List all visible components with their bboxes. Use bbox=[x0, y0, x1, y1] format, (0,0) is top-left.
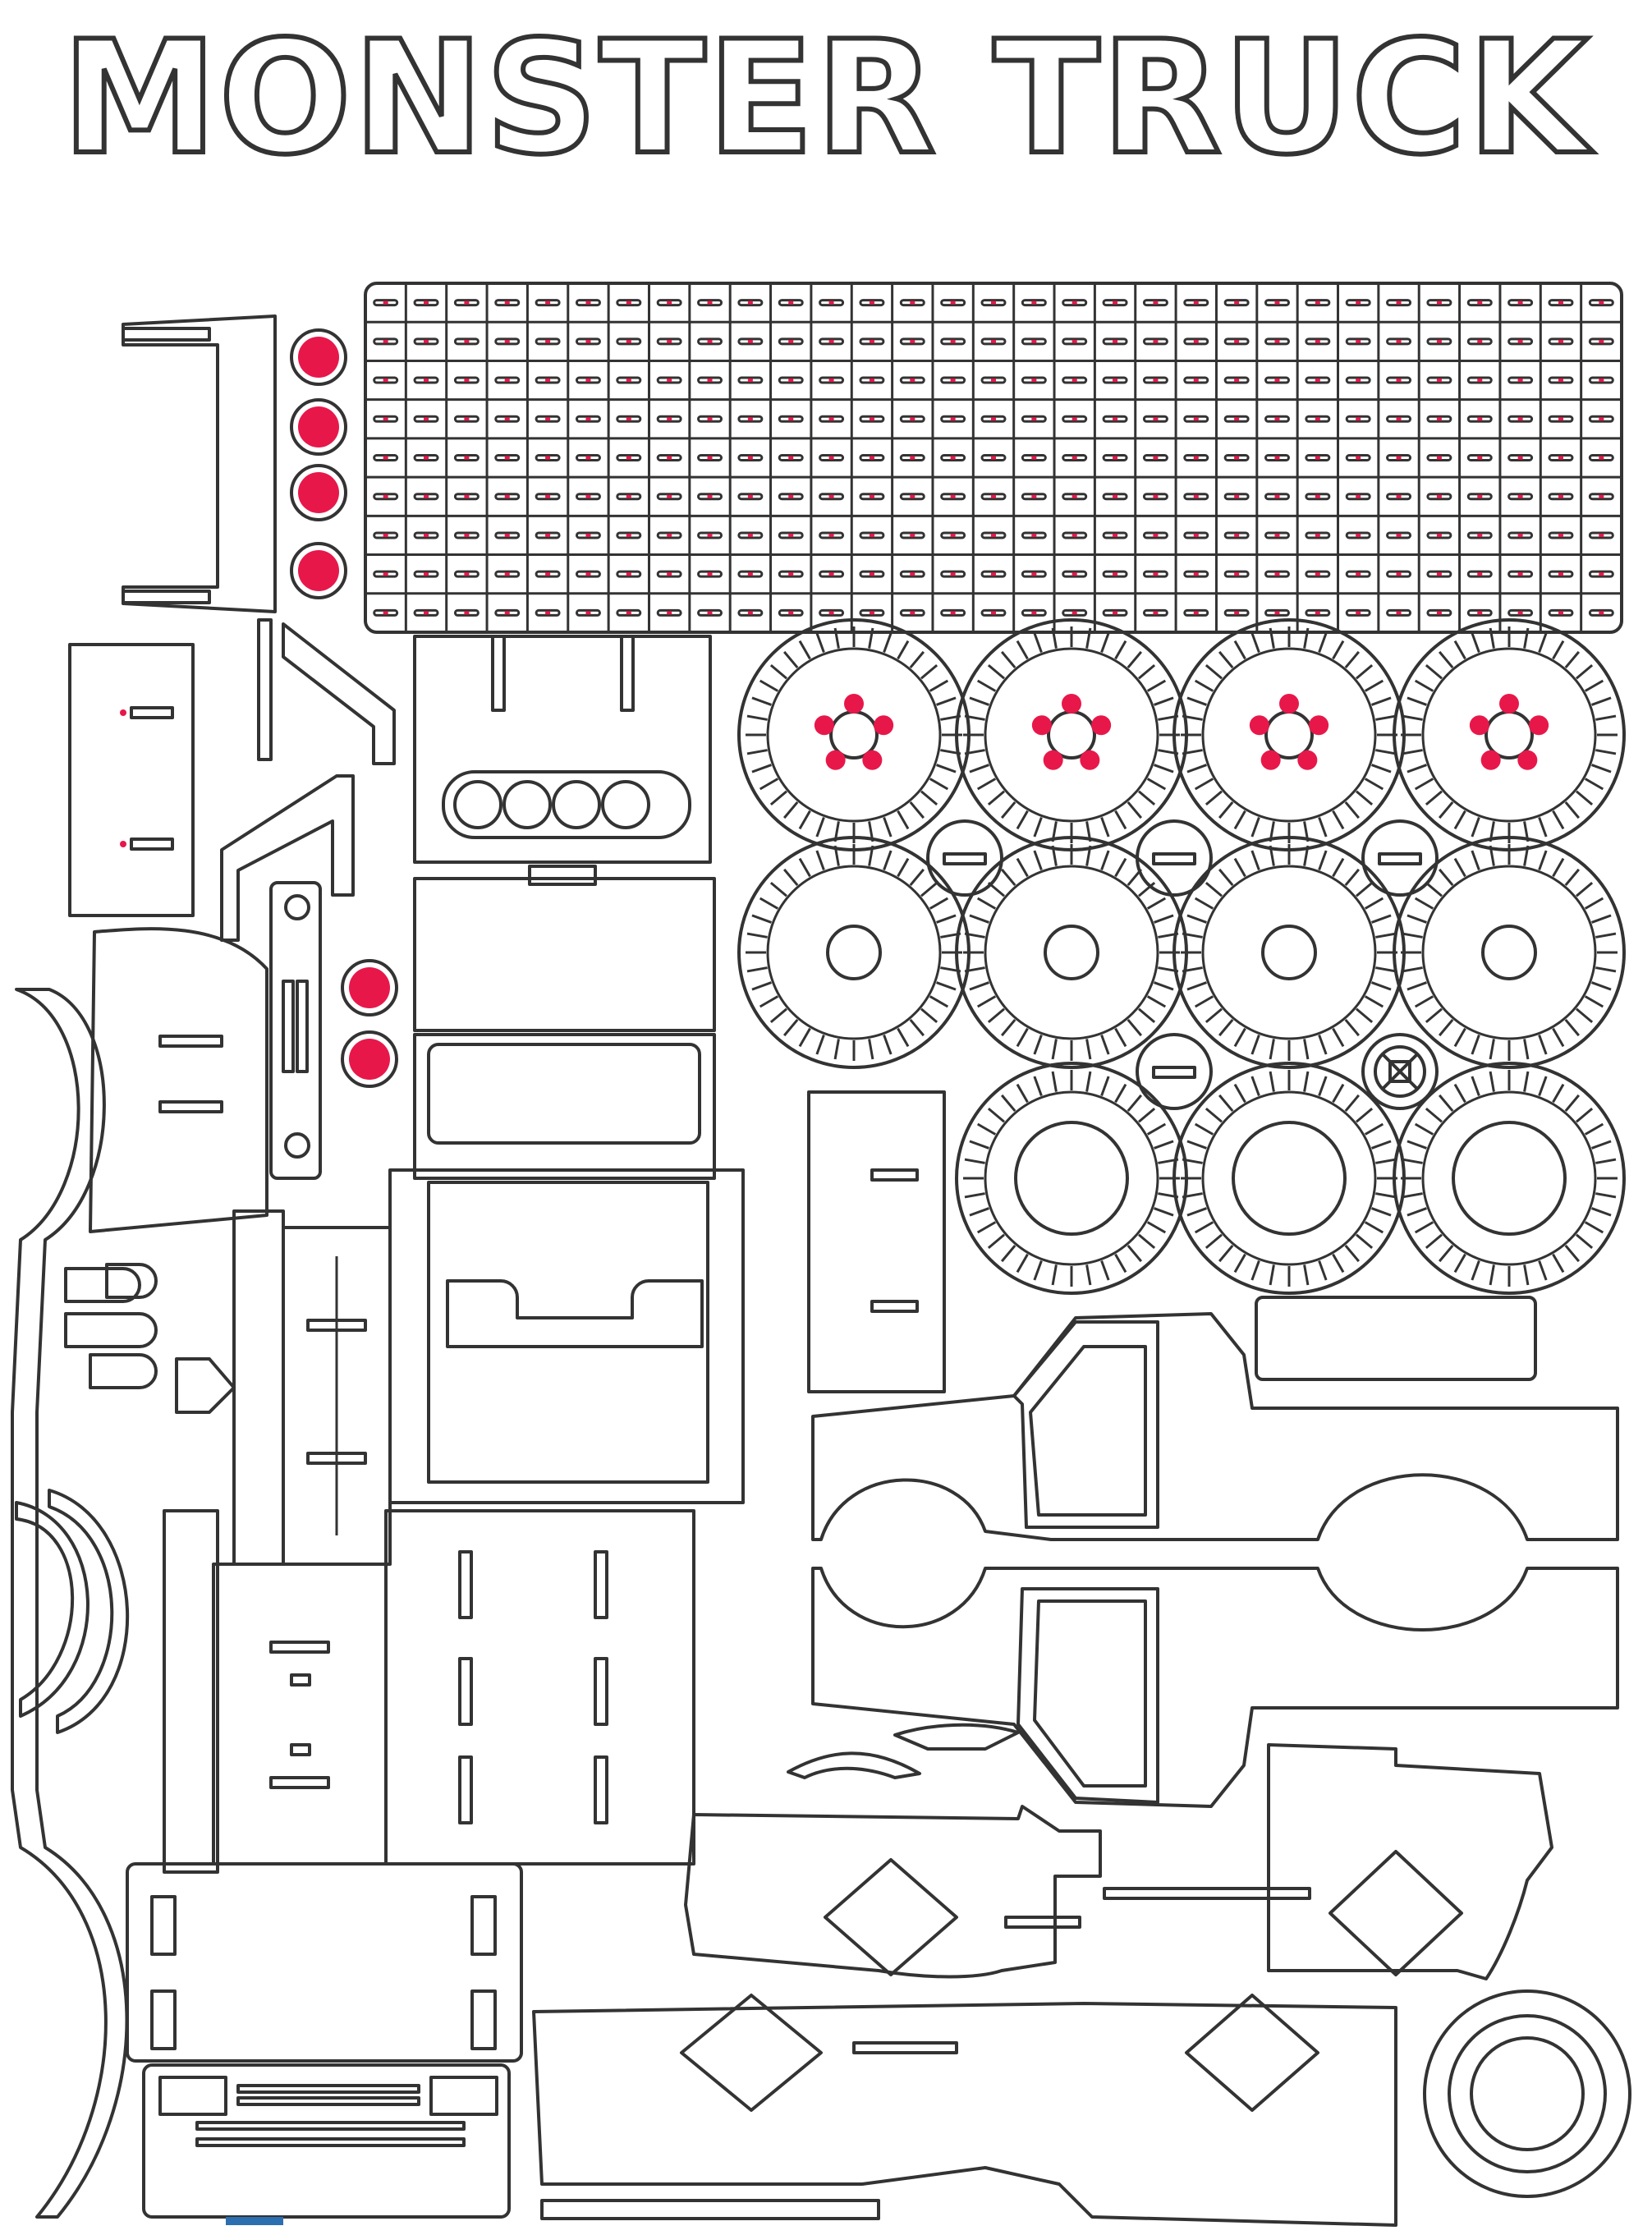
page-title: MONSTER TRUCK bbox=[62, 7, 1593, 189]
wheel-parts bbox=[737, 618, 1626, 1295]
bumper-side-part bbox=[807, 1090, 946, 1393]
frame-rail-parts bbox=[232, 1209, 392, 1566]
track-links-grid bbox=[364, 282, 1623, 634]
chassis-plate-part bbox=[388, 1168, 745, 1504]
mid-panel-parts bbox=[413, 865, 716, 1180]
engine-block-part bbox=[413, 635, 712, 864]
body-diamond-panels bbox=[532, 1743, 1553, 2227]
bracket-frame-part bbox=[122, 314, 277, 613]
small-hook-parts bbox=[64, 1263, 236, 1414]
round-red-discs bbox=[290, 328, 398, 1088]
lower-chassis-part bbox=[163, 1509, 695, 1874]
footer-mark bbox=[226, 2217, 283, 2225]
fin-parts bbox=[787, 1723, 1020, 1779]
fender-strips bbox=[11, 988, 129, 2219]
cab-side-panels bbox=[811, 1296, 1619, 1808]
hub-plates bbox=[926, 819, 1439, 1110]
hood-part bbox=[89, 881, 322, 1233]
angled-struts bbox=[220, 618, 396, 942]
grille-front-part bbox=[126, 1862, 523, 2219]
left-panel-part bbox=[68, 643, 195, 917]
small-wheel-part bbox=[1423, 1989, 1631, 2198]
